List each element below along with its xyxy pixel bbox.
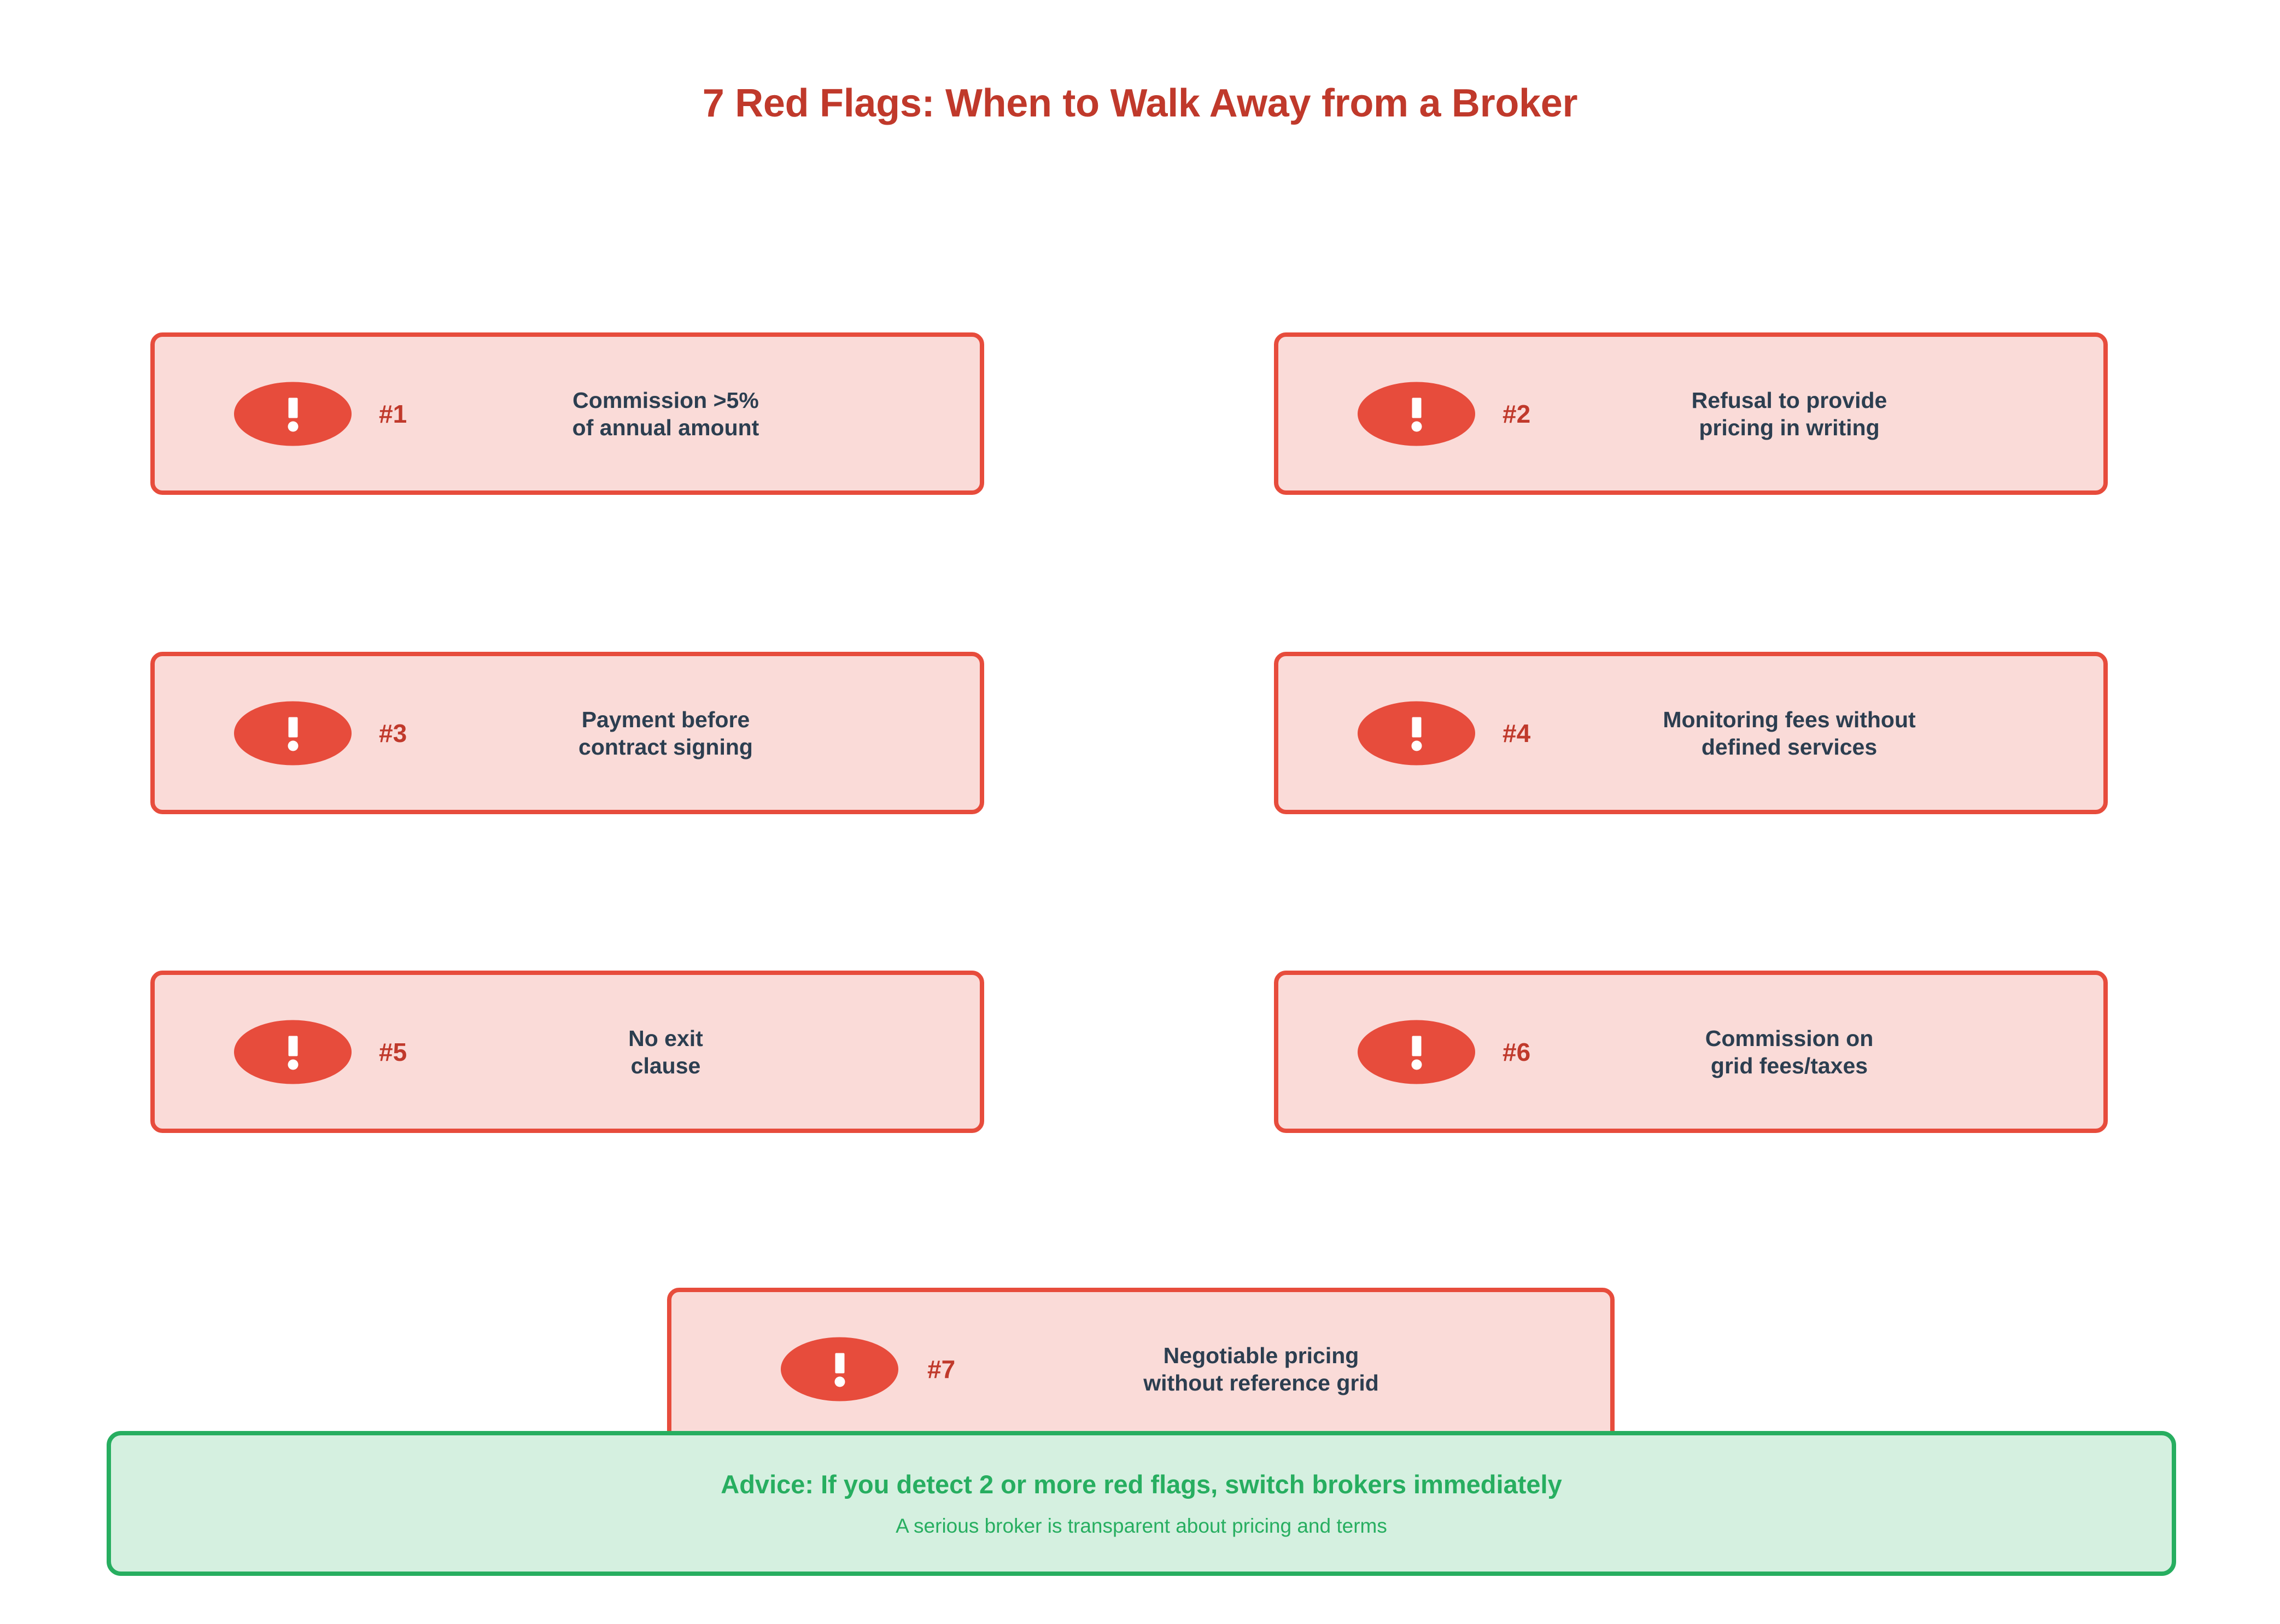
red-flag-card-4: #4 Monitoring fees without defined servi…	[1274, 652, 2108, 814]
warning-exclamation-icon	[1358, 701, 1475, 765]
flag-number-2: #2	[1503, 399, 1531, 428]
flag-label-5-line2: clause	[630, 1053, 701, 1078]
exclamation-dot	[1411, 1059, 1422, 1070]
warning-exclamation-icon	[781, 1337, 898, 1401]
warning-exclamation-icon	[234, 701, 352, 765]
flag-label-6-line2: grid fees/taxes	[1710, 1053, 1868, 1078]
flag-label-1: Commission >5% of annual amount	[155, 386, 980, 441]
red-flag-card-7: #7 Negotiable pricing without reference …	[667, 1288, 1615, 1450]
flag-label-3-line2: contract signing	[578, 734, 753, 760]
flag-label-3-line1: Payment before	[581, 706, 750, 732]
flag-label-5-line1: No exit	[628, 1025, 703, 1051]
flag-label-1-line2: of annual amount	[572, 414, 759, 440]
exclamation-dot	[1411, 740, 1422, 751]
exclamation-bar	[835, 1353, 844, 1373]
flag-number-7: #7	[927, 1354, 956, 1383]
exclamation-bar	[288, 398, 297, 418]
exclamation-bar	[1412, 717, 1421, 737]
exclamation-bar	[288, 717, 297, 737]
warning-exclamation-icon	[1358, 1020, 1475, 1084]
exclamation-dot	[834, 1376, 845, 1387]
advice-subtitle: A serious broker is transparent about pr…	[896, 1515, 1387, 1537]
advice-title: Advice: If you detect 2 or more red flag…	[721, 1470, 1562, 1499]
flag-number-3: #3	[379, 718, 407, 747]
page-title: 7 Red Flags: When to Walk Away from a Br…	[702, 81, 1578, 125]
red-flag-card-2: #2 Refusal to provide pricing in writing	[1274, 332, 2108, 495]
flag-label-4: Monitoring fees without defined services	[1278, 705, 2103, 760]
exclamation-bar	[288, 1036, 297, 1056]
flag-label-2: Refusal to provide pricing in writing	[1278, 386, 2103, 441]
warning-exclamation-icon	[234, 382, 352, 446]
warning-exclamation-icon	[1358, 382, 1475, 446]
flag-label-7-line1: Negotiable pricing	[1163, 1342, 1359, 1368]
flag-label-7-line2: without reference grid	[1143, 1370, 1379, 1395]
flag-label-2-line2: pricing in writing	[1699, 414, 1880, 440]
red-flag-card-5: #5 No exit clause	[150, 971, 984, 1133]
flag-label-5: No exit clause	[155, 1024, 980, 1079]
red-flag-card-6: #6 Commission on grid fees/taxes	[1274, 971, 2108, 1133]
red-flag-card-1: #1 Commission >5% of annual amount	[150, 332, 984, 495]
exclamation-dot	[288, 1059, 298, 1070]
flag-label-1-line1: Commission >5%	[572, 387, 759, 413]
exclamation-bar	[1412, 398, 1421, 418]
exclamation-dot	[1411, 421, 1422, 431]
exclamation-dot	[288, 421, 298, 431]
flag-number-4: #4	[1503, 718, 1531, 747]
flag-label-7: Negotiable pricing without reference gri…	[671, 1341, 1610, 1396]
flag-label-4-line1: Monitoring fees without	[1663, 706, 1916, 732]
flag-number-5: #5	[379, 1037, 407, 1066]
warning-exclamation-icon	[234, 1020, 352, 1084]
flag-number-1: #1	[379, 399, 407, 428]
exclamation-bar	[1412, 1036, 1421, 1056]
flag-label-6-line1: Commission on	[1705, 1025, 1874, 1051]
red-flag-card-3: #3 Payment before contract signing	[150, 652, 984, 814]
flag-label-3: Payment before contract signing	[155, 705, 980, 760]
advice-banner: Advice: If you detect 2 or more red flag…	[107, 1431, 2176, 1576]
exclamation-dot	[288, 740, 298, 751]
flag-label-6: Commission on grid fees/taxes	[1278, 1024, 2103, 1079]
flag-number-6: #6	[1503, 1037, 1531, 1066]
flag-label-2-line1: Refusal to provide	[1691, 387, 1887, 413]
flag-label-4-line2: defined services	[1701, 734, 1878, 760]
